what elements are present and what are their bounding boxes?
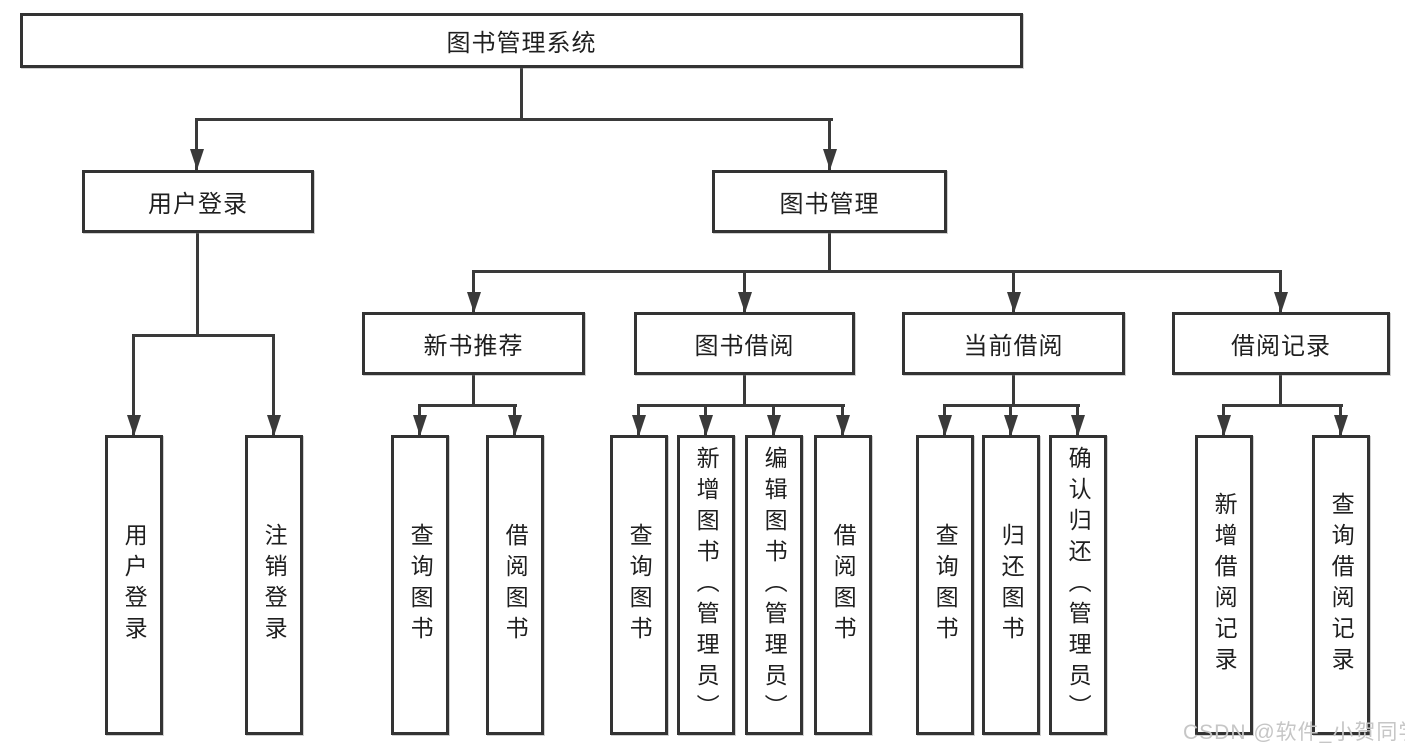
leaf-query-books-3-label: 查询图书 [932,523,959,647]
leaf-borrow-books-1: 借阅图书 [486,435,544,735]
arrow-to-leaf-borrow-books-1 [513,404,516,436]
leaf-query-books-2-label: 查询图书 [626,523,653,647]
arrow-to-leaf-query-record [1339,404,1342,436]
connector-current-borrow-stem [1012,374,1015,407]
connector-root-stem [520,66,523,120]
node-new-books: 新书推荐 [362,312,585,375]
leaf-query-books-1-label: 查询图书 [407,523,434,647]
leaf-return-books: 归还图书 [982,435,1040,735]
connector-new-books-stem [472,374,475,407]
leaf-edit-books-admin-label: 编辑图书（管理员） [761,445,788,725]
arrow-to-leaf-user-login [132,334,135,436]
node-new-books-label: 新书推荐 [423,333,524,360]
csdn-watermark: CSDN @软件_小贺同学 [1183,721,1405,744]
arrow-to-leaf-add-record [1222,404,1225,436]
leaf-query-borrow-record-label: 查询借阅记录 [1328,492,1355,678]
node-book-mgmt-label: 图书管理 [779,191,880,218]
arrow-to-leaf-add-books [704,404,707,436]
leaf-logout-label: 注销登录 [261,523,288,647]
arrow-to-book-mgmt [828,118,831,170]
leaf-add-borrow-record-label: 新增借阅记录 [1211,492,1238,678]
arrow-to-new-books [472,270,475,313]
arrow-to-leaf-edit-books [772,404,775,436]
arrow-to-leaf-return-books [1009,404,1012,436]
connector-root-branch [196,118,833,121]
node-book-mgmt: 图书管理 [712,170,947,233]
arrow-to-leaf-query-books-1 [418,404,421,436]
node-root: 图书管理系统 [20,13,1023,68]
node-user-login: 用户登录 [82,170,314,233]
node-current-borrow-label: 当前借阅 [963,333,1064,360]
arrow-to-leaf-query-books-3 [943,404,946,436]
connector-book-borrow-stem [743,374,746,407]
leaf-borrow-books-2-label: 借阅图书 [830,523,857,647]
node-user-login-label: 用户登录 [148,191,248,218]
connector-user-login-branch [132,334,275,337]
connector-borrow-records-branch [1222,404,1343,407]
leaf-borrow-books-1-label: 借阅图书 [502,523,529,647]
arrow-to-user-login [195,118,198,170]
connector-book-mgmt-branch [472,270,1282,273]
connector-book-mgmt-stem [828,232,831,273]
connector-borrow-records-stem [1279,374,1282,407]
node-book-borrow: 图书借阅 [634,312,855,375]
leaf-user-login-label: 用户登录 [121,523,148,647]
leaf-query-books-2: 查询图书 [610,435,668,735]
node-current-borrow: 当前借阅 [902,312,1125,375]
leaf-borrow-books-2: 借阅图书 [814,435,872,735]
arrow-to-leaf-borrow-books-2 [841,404,844,436]
node-root-label: 图书管理系统 [446,30,597,57]
node-book-borrow-label: 图书借阅 [694,333,795,360]
leaf-return-books-label: 归还图书 [998,523,1025,647]
node-borrow-records: 借阅记录 [1172,312,1390,375]
connector-user-login-stem [196,232,199,336]
leaf-add-books-admin: 新增图书（管理员） [677,435,735,735]
leaf-edit-books-admin: 编辑图书（管理员） [745,435,803,735]
leaf-query-borrow-record: 查询借阅记录 [1312,435,1370,735]
arrow-to-leaf-logout [272,334,275,436]
arrow-to-borrow-records [1279,270,1282,313]
leaf-confirm-return-admin-label: 确认归还（管理员） [1065,445,1092,725]
arrow-to-leaf-query-books-2 [637,404,640,436]
arrow-to-leaf-confirm-return [1076,404,1079,436]
arrow-to-current-borrow [1012,270,1015,313]
leaf-add-books-admin-label: 新增图书（管理员） [693,445,720,725]
leaf-query-books-1: 查询图书 [391,435,449,735]
node-borrow-records-label: 借阅记录 [1231,333,1331,360]
leaf-query-books-3: 查询图书 [916,435,974,735]
leaf-user-login: 用户登录 [105,435,163,735]
arrow-to-book-borrow [743,270,746,313]
leaf-logout: 注销登录 [245,435,303,735]
connector-new-books-branch [418,404,517,407]
leaf-add-borrow-record: 新增借阅记录 [1195,435,1253,735]
connector-book-borrow-branch [637,404,845,407]
leaf-confirm-return-admin: 确认归还（管理员） [1049,435,1107,735]
